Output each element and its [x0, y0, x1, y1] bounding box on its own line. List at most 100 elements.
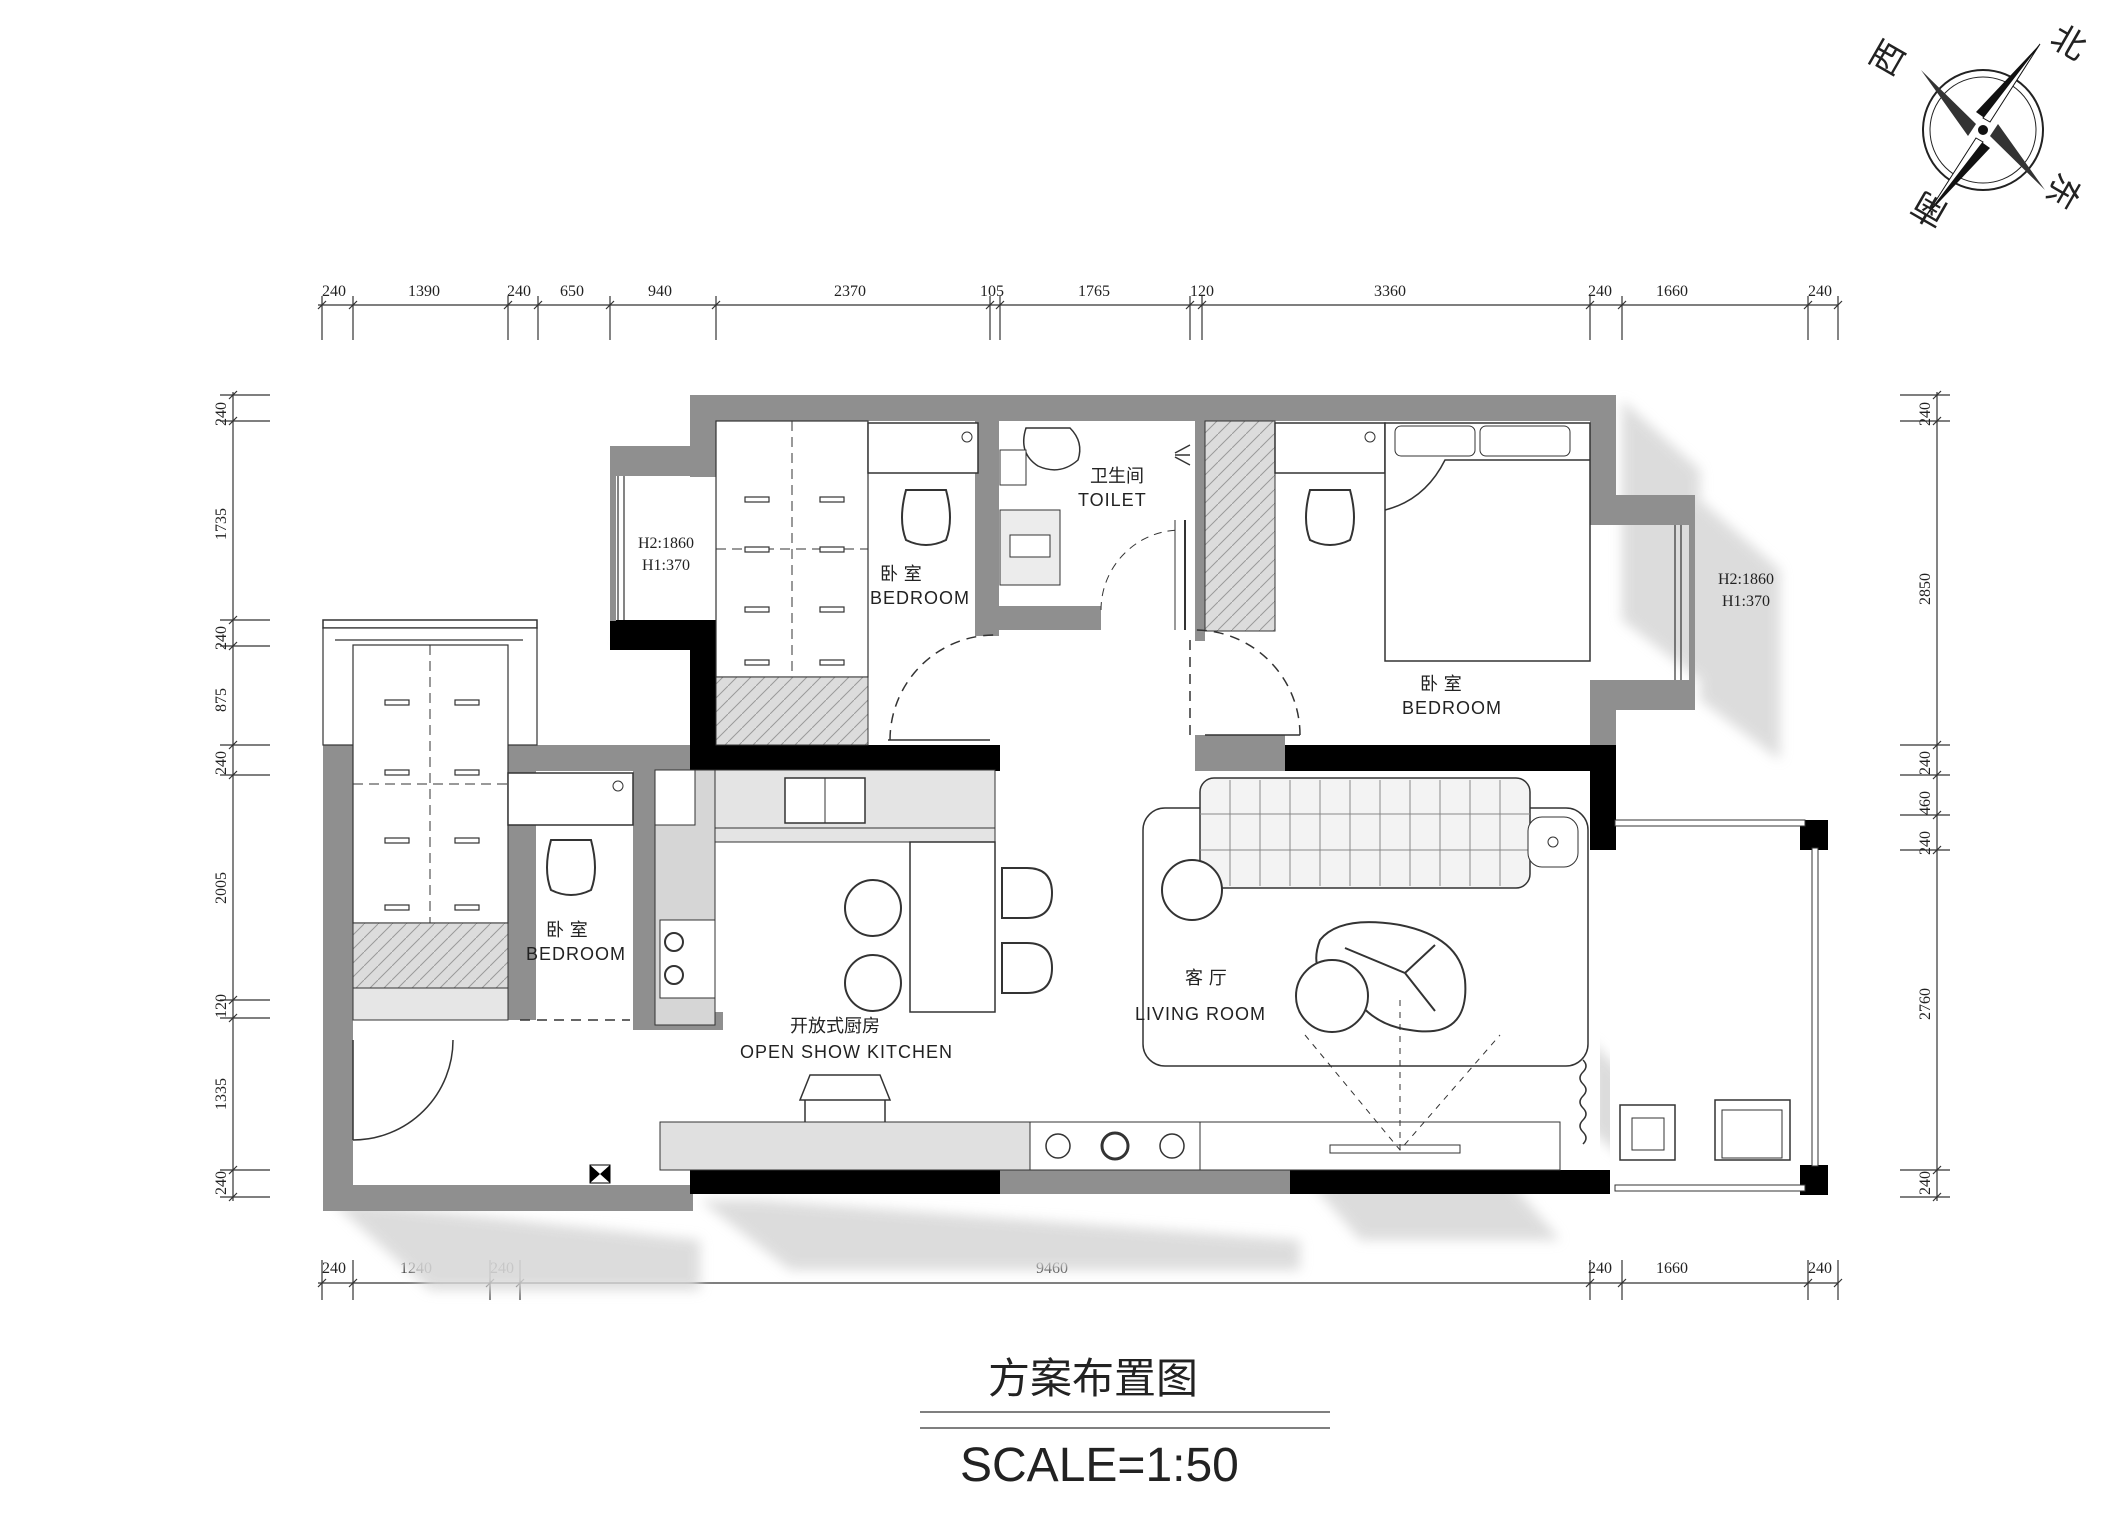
dim-tick: [1617, 1278, 1627, 1288]
dim-tick: [1932, 390, 1942, 400]
dim-top-label: 650: [560, 283, 584, 300]
dims-left: 240 1735 240 875 240 2005 120 1335 240: [213, 402, 230, 1195]
wall-top: [690, 395, 1615, 421]
dim-left-label: 240: [213, 626, 230, 650]
compass-rose: 北 西 南 东: [1863, 17, 2093, 234]
dim-tick: [228, 615, 238, 625]
room-bedroom2-en: BEDROOM: [1402, 698, 1502, 718]
dim-top-label: 940: [648, 283, 672, 300]
room-toilet-en: TOILET: [1078, 490, 1147, 510]
dims-right: 240 2850 240 460 240 2760 240: [1917, 402, 1934, 1195]
dim-bottom-label: 1660: [1656, 1260, 1688, 1277]
dim-tick: [1197, 300, 1207, 310]
dim-tick: [228, 1192, 238, 1202]
title-block: 方案布置图 SCALE=1:50: [920, 1354, 1330, 1492]
dim-tick: [228, 1013, 238, 1023]
dim-top-label: 240: [1808, 283, 1832, 300]
window-left-h2: H2:1860: [638, 535, 694, 552]
dim-top-label: 1390: [408, 283, 440, 300]
drawing-scale: SCALE=1:50: [960, 1439, 1239, 1492]
dim-tick: [1932, 770, 1942, 780]
walls: [322, 395, 1828, 1211]
dim-top-label: 240: [322, 283, 346, 300]
window-right-h1: H1:370: [1722, 593, 1770, 610]
dim-left-label: 120: [213, 994, 230, 1018]
dim-top-label: 105: [980, 283, 1004, 300]
dim-tick: [228, 416, 238, 426]
double-bed: [1384, 422, 1591, 662]
room-kitchen-cn: 开放式厨房: [790, 1016, 880, 1037]
curtain: [1579, 1059, 1587, 1145]
room-living-cn: 客 厅: [1185, 968, 1227, 989]
sofa: [1161, 777, 1579, 921]
kitchen-island: [844, 841, 1054, 1013]
dim-tick: [1185, 300, 1195, 310]
dim-tick: [228, 641, 238, 651]
bottom-cabinet: [659, 1121, 1561, 1171]
room-toilet-cn: 卫生间: [1090, 466, 1144, 487]
desk-bedroom1: [867, 422, 979, 546]
dim-left-label: 240: [213, 751, 230, 775]
room-kitchen-en: OPEN SHOW KITCHEN: [740, 1042, 953, 1062]
dim-tick: [317, 1278, 327, 1288]
dim-tick: [533, 300, 543, 310]
dim-right-label: 240: [1917, 831, 1934, 855]
dim-top-label: 120: [1190, 283, 1214, 300]
dim-tick: [985, 300, 995, 310]
dim-tick: [1932, 740, 1942, 750]
compass-east: 东: [2037, 166, 2089, 215]
dim-tick: [348, 1278, 358, 1288]
room-bedroom3-en: BEDROOM: [526, 944, 626, 964]
dim-top-label: 240: [507, 283, 531, 300]
dim-tick: [1803, 300, 1813, 310]
dim-right-label: 2760: [1917, 988, 1934, 1020]
dim-left-label: 2005: [213, 872, 230, 904]
dim-tick: [995, 300, 1005, 310]
dim-tick: [1833, 300, 1843, 310]
dim-tick: [605, 300, 615, 310]
dim-tick: [503, 300, 513, 310]
dim-right-label: 2850: [1917, 573, 1934, 605]
kitchen-counter-left: [654, 769, 716, 1026]
dim-tick: [1932, 416, 1942, 426]
dim-tick: [1585, 1278, 1595, 1288]
dim-tick: [317, 300, 327, 310]
dim-top-label: 240: [1588, 283, 1612, 300]
dim-tick: [228, 770, 238, 780]
dim-bottom-label: 240: [1588, 1260, 1612, 1277]
dim-left-label: 1335: [213, 1078, 230, 1110]
dim-tick: [1932, 845, 1942, 855]
dim-tick: [1833, 1278, 1843, 1288]
dim-bottom-label: 240: [322, 1260, 346, 1277]
dim-tick: [348, 300, 358, 310]
dim-tick: [228, 995, 238, 1005]
window-right-h2: H2:1860: [1718, 571, 1774, 588]
dim-tick: [711, 300, 721, 310]
dim-left-label: 240: [213, 1171, 230, 1195]
dim-top-label: 1765: [1078, 283, 1110, 300]
dim-tick: [1585, 300, 1595, 310]
dim-left-label: 875: [213, 688, 230, 712]
window-left-h1: H1:370: [642, 557, 690, 574]
dim-tick: [228, 1165, 238, 1175]
compass-north: 北: [2044, 17, 2093, 69]
dimension-ticks: [220, 296, 1950, 1300]
room-bedroom2-cn: 卧 室: [1420, 674, 1462, 695]
desk-bedroom3: [507, 772, 634, 896]
dim-right-label: 240: [1917, 402, 1934, 426]
kitchen-counter-top: [714, 769, 996, 843]
entry-marker: [589, 1164, 611, 1184]
dim-tick: [1932, 810, 1942, 820]
dim-tick: [1617, 300, 1627, 310]
compass-west: 西: [1863, 34, 1915, 83]
room-bedroom3-cn: 卧 室: [546, 920, 588, 941]
wardrobe-left-bottom: [352, 644, 509, 1021]
dim-top-label: 1660: [1656, 283, 1688, 300]
wardrobe-left-top: [715, 420, 869, 746]
dim-right-label: 240: [1917, 751, 1934, 775]
wardrobe-right-bedroom: [1204, 420, 1276, 632]
dim-left-label: 240: [213, 402, 230, 426]
toilet-fixtures: [999, 427, 1191, 630]
dim-right-label: 240: [1917, 1171, 1934, 1195]
